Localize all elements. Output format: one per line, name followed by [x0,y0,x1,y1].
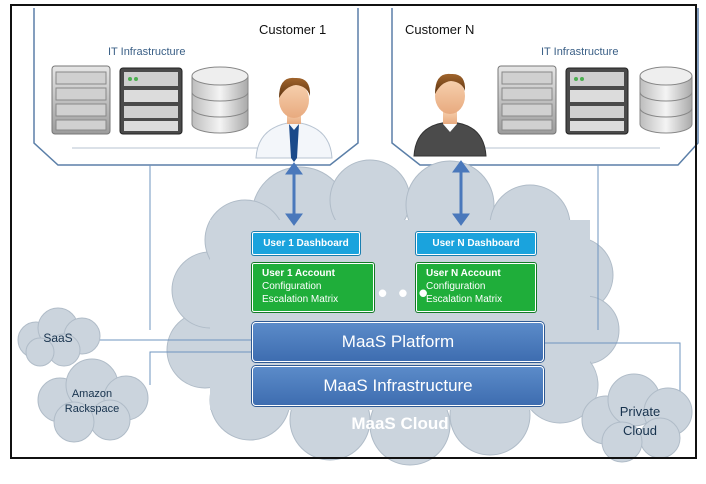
user-n-dashboard[interactable]: User N Dashboard [416,232,536,255]
user-1-dashboard[interactable]: User 1 Dashboard [252,232,360,255]
customer-n-link-arrow [452,160,470,226]
private-cloud-label: Private Cloud [600,402,680,440]
user-1-account-box[interactable]: User 1 Account Configuration Escalation … [252,263,374,312]
rackspace-label: Rackspace [64,403,120,415]
maas-cloud-label: MaaS Cloud [351,414,449,433]
customer-1-user-icon [255,77,333,162]
private-cloud-shape [581,373,693,463]
amazon-rackspace-label: Amazon Rackspace [52,387,132,417]
user-n-account-box[interactable]: User N Account Configuration Escalation … [416,263,536,312]
customer-1-link-arrow [285,162,303,226]
account-line: Configuration [426,281,486,292]
tower-server-icon [497,65,557,135]
amazon-rackspace-cloud-shape [37,358,149,443]
account-title: User N Account [426,268,501,279]
customer-1-it-label: IT Infrastructure [108,46,186,58]
saas-label: SaaS [43,331,73,345]
cloud-label: Cloud [623,423,657,438]
amazon-label: Amazon [71,388,113,400]
connector-lines [80,165,681,395]
rack-switch-icon [565,67,629,135]
maas-platform-bar[interactable]: MaaS Platform [252,322,544,362]
ellipsis: • • • [378,278,430,308]
saas-cloud-shape [17,307,101,367]
database-icon [639,66,693,134]
rack-switch-icon [119,67,183,135]
maas-infrastructure-bar[interactable]: MaaS Infrastructure [252,366,544,406]
account-line: Configuration [262,281,322,292]
customer-1-title: Customer 1 [259,22,327,37]
database-icon [191,66,249,134]
tower-server-icon [51,65,111,135]
account-line: Escalation Matrix [262,294,339,305]
private-label: Private [619,404,661,419]
customer-n-it-label: IT Infrastructure [541,46,619,58]
customer-n-title: Customer N [405,22,475,37]
account-title: User 1 Account [262,268,335,279]
account-line: Escalation Matrix [426,294,503,305]
customer-n-user-icon [413,73,487,157]
